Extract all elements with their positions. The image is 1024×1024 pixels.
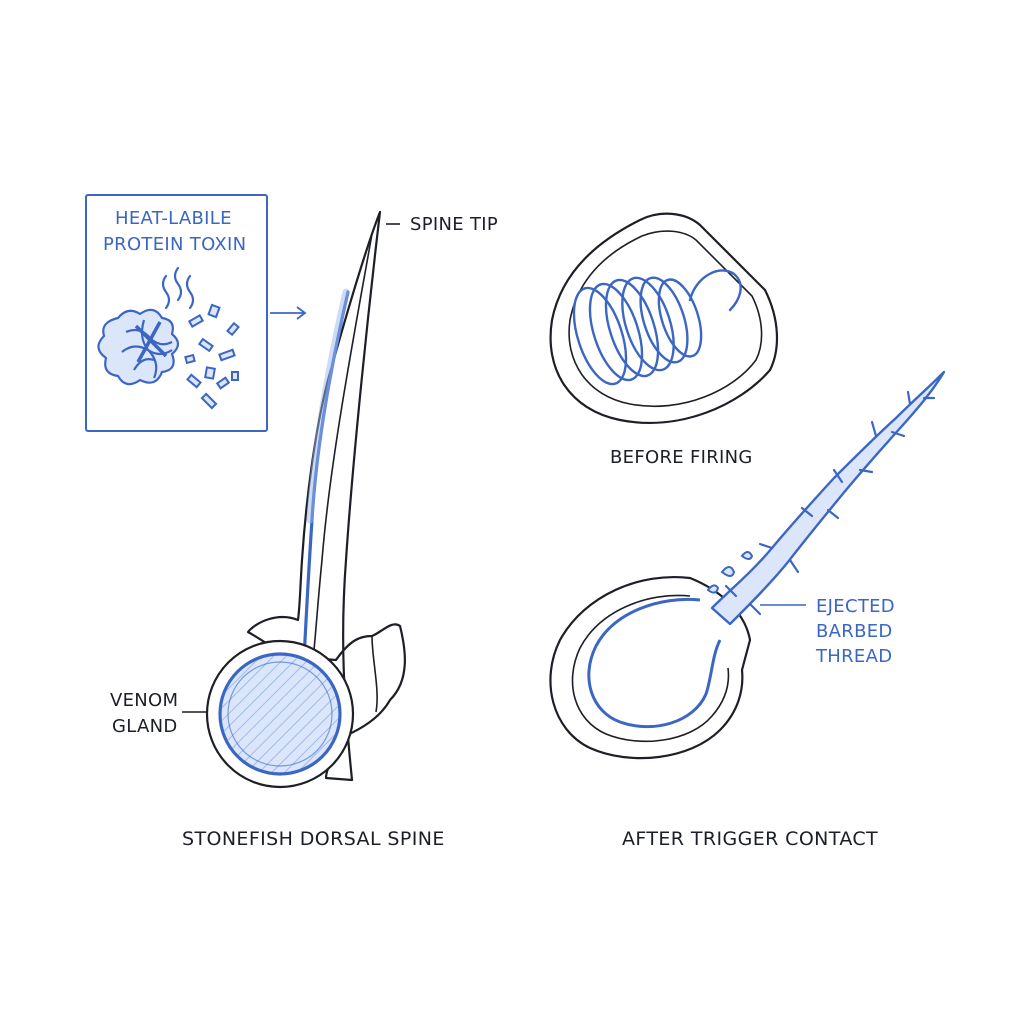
protein-fragments-icon	[184, 303, 240, 410]
venom-gland-label-line-2: GLAND	[112, 716, 178, 737]
fired-capsule-inner	[571, 594, 730, 743]
venom-duct-glow	[306, 288, 350, 524]
capsule-after-trigger	[549, 370, 946, 760]
venom-gland-label-line-1: VENOM	[110, 690, 179, 711]
ejected-thread-label-line-2: BARBED	[816, 621, 893, 642]
venom-droplets	[706, 551, 754, 594]
before-firing-label: BEFORE FIRING	[610, 447, 753, 468]
spine-groove-line	[313, 233, 373, 651]
toxin-label-line-2: PROTEIN TOXIN	[103, 234, 247, 255]
thread-barbs	[724, 390, 936, 616]
ejected-thread-label-line-1: EJECTED	[816, 596, 895, 617]
spine-body	[246, 210, 406, 782]
capsule-before-firing	[549, 212, 778, 424]
heat-waves-icon	[161, 266, 195, 310]
stonefish-spine-drawing	[182, 210, 406, 789]
venom-gland	[218, 652, 342, 776]
spine-base-edge	[371, 635, 378, 713]
spine-tip-label: SPINE TIP	[410, 214, 499, 235]
toxin-label-line-1: HEAT-LABILE	[115, 208, 232, 229]
capsule-outer-wall	[549, 212, 778, 424]
everted-tube	[587, 597, 722, 729]
protein-molecule-icon	[97, 308, 180, 386]
right-panel-caption: AFTER TRIGGER CONTACT	[622, 828, 879, 850]
toxin-pointer-arrowhead	[296, 306, 307, 320]
toxin-box	[85, 194, 307, 432]
venom-gland-inner-ring	[227, 661, 333, 767]
barbed-thread	[710, 370, 946, 626]
left-panel-caption: STONEFISH DORSAL SPINE	[182, 828, 445, 850]
coiled-thread	[572, 269, 742, 386]
ejected-thread-label-line-3: THREAD	[816, 646, 893, 667]
